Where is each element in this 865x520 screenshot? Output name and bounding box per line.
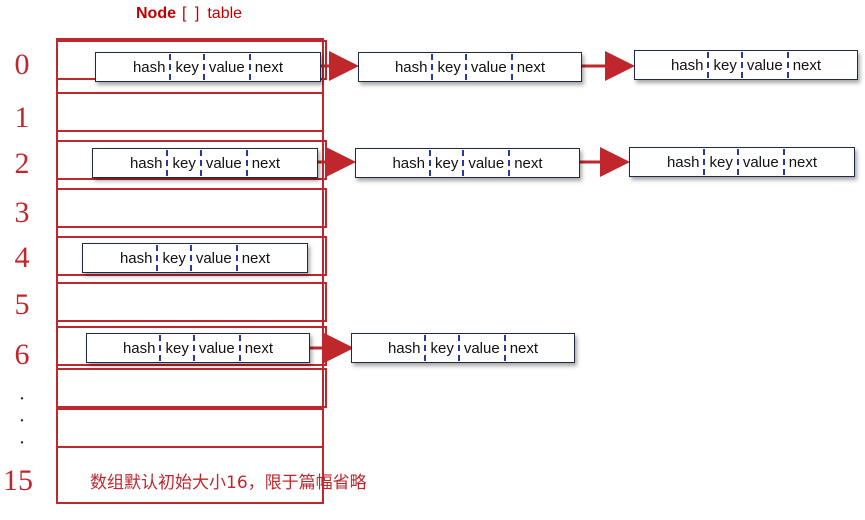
table-slot-4 (56, 236, 327, 276)
index-15: 15 (3, 464, 33, 497)
field-key: key (172, 154, 196, 172)
table-slot-8 (56, 408, 324, 448)
index-1: 1 (14, 101, 30, 134)
field-separator (457, 335, 460, 361)
dot: · (18, 432, 26, 454)
field-next: next (251, 154, 281, 172)
field-separator (189, 245, 192, 271)
field-separator (740, 52, 743, 78)
field-key: key (175, 58, 199, 76)
field-value: value (205, 154, 242, 172)
field-separator (736, 149, 739, 175)
diagram-title: Node [ ] table (136, 5, 242, 23)
field-hash: hash (666, 153, 700, 171)
field-separator (235, 245, 238, 271)
field-next: next (792, 56, 822, 74)
index-2: 2 (14, 147, 30, 180)
field-value: value (463, 339, 500, 357)
field-hash: hash (119, 249, 153, 267)
field-next: next (244, 339, 274, 357)
field-separator (248, 54, 251, 80)
field-next: next (788, 153, 818, 171)
field-next: next (514, 154, 543, 172)
field-key: key (709, 153, 733, 171)
field-separator (510, 54, 513, 80)
field-separator (166, 150, 169, 176)
field-key: key (430, 339, 454, 357)
table-slot-7 (56, 368, 327, 408)
field-hash: hash (122, 339, 156, 357)
dot: · (18, 388, 26, 410)
field-hash: hash (392, 154, 425, 172)
field-separator (508, 150, 511, 176)
field-separator (202, 54, 205, 80)
field-hash: hash (670, 56, 704, 74)
field-value: value (468, 154, 505, 172)
ellipsis-dots: · · · (12, 388, 32, 454)
field-separator (199, 150, 202, 176)
index-0: 0 (14, 48, 30, 81)
index-5: 5 (14, 288, 30, 321)
field-separator (169, 54, 172, 80)
field-next: next (241, 249, 271, 267)
title-table: table (207, 5, 243, 22)
field-next: next (516, 58, 546, 76)
field-separator (707, 52, 710, 78)
field-hash: hash (387, 339, 421, 357)
title-brackets: [ ] (182, 5, 202, 22)
field-key: key (162, 249, 186, 267)
table-slot-3 (56, 188, 327, 228)
field-hash: hash (129, 154, 163, 172)
field-hash: hash (132, 58, 166, 76)
field-separator (156, 245, 159, 271)
field-value: value (742, 153, 779, 171)
field-value: value (470, 58, 507, 76)
field-next: next (509, 339, 539, 357)
field-separator (703, 149, 706, 175)
field-value: value (208, 58, 245, 76)
field-next: next (254, 58, 284, 76)
field-separator (428, 150, 431, 176)
field-key: key (434, 154, 459, 172)
field-key: key (713, 56, 737, 74)
field-separator (464, 54, 467, 80)
index-3: 3 (14, 196, 30, 229)
field-key: key (437, 58, 461, 76)
dot: · (18, 410, 26, 432)
field-separator (786, 52, 789, 78)
field-value: value (746, 56, 783, 74)
field-separator (503, 335, 506, 361)
field-key: key (165, 339, 189, 357)
field-separator (462, 150, 465, 176)
field-separator (245, 150, 248, 176)
table-slot-5 (56, 282, 327, 322)
field-separator (192, 335, 195, 361)
field-value: value (198, 339, 235, 357)
field-separator (424, 335, 427, 361)
size-note: 数组默认初始大小16，限于篇幅省略 (90, 473, 367, 493)
field-separator (159, 335, 162, 361)
title-node: Node (136, 5, 176, 22)
index-6: 6 (14, 338, 30, 371)
field-value: value (195, 249, 232, 267)
field-hash: hash (394, 58, 428, 76)
index-4: 4 (14, 241, 30, 274)
table-slot-1 (56, 92, 324, 132)
field-separator (782, 149, 785, 175)
field-separator (431, 54, 434, 80)
field-separator (238, 335, 241, 361)
